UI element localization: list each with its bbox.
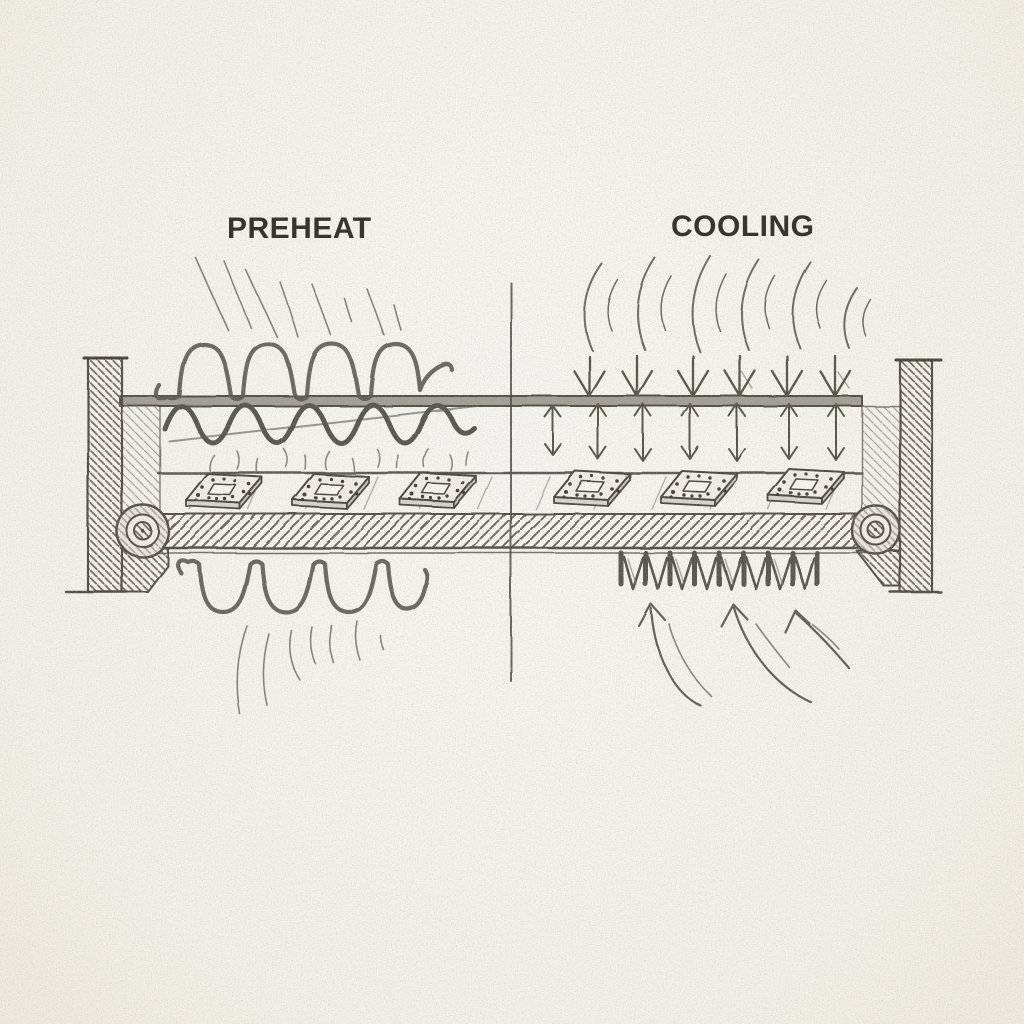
cooling-zone-label: COOLING: [671, 210, 815, 243]
preheat-zone-label: PREHEAT: [227, 212, 372, 245]
